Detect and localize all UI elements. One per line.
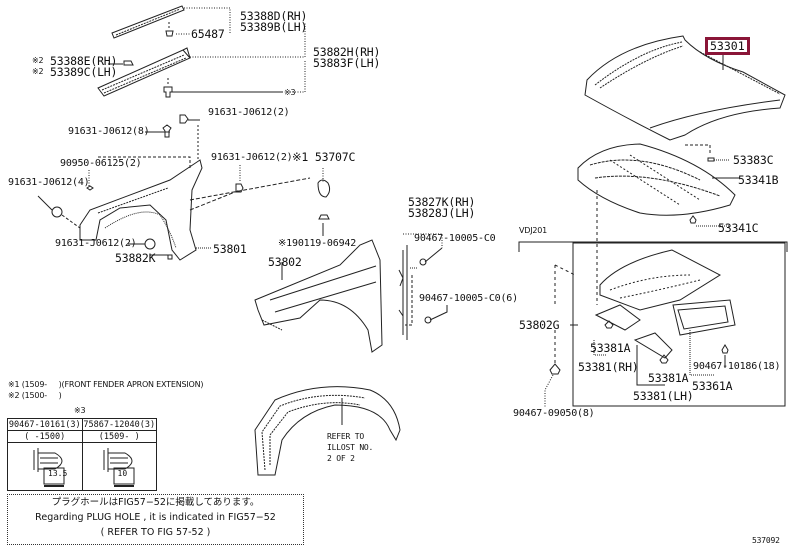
part-label-53802[interactable]: 53802	[268, 255, 302, 269]
fender-rh	[37, 114, 311, 261]
part-label-65487[interactable]: 65487	[191, 27, 225, 41]
moulding-strip	[111, 5, 231, 39]
part-label-90467-10186[interactable]: 90467-10186(18)	[693, 361, 781, 372]
plug-hole-note-ref[interactable]: ( REFER TO FIG 57-52 )	[100, 527, 211, 538]
part-label-clip-c[interactable]: 90950-06125(2)	[60, 158, 142, 169]
fender-liner-seal	[398, 233, 448, 340]
plug-hole-note-en: Regarding PLUG HOLE , it is indicated in…	[35, 512, 276, 523]
clip-size-1: 13.5	[48, 469, 68, 479]
model-code-label: VDJ201	[519, 226, 548, 235]
footnote-2: ※2 (1500- )	[8, 391, 62, 400]
vdj201-group	[518, 241, 788, 408]
part-label-53381A-b[interactable]: 53381A	[648, 371, 689, 385]
hood-insulator	[577, 143, 740, 305]
part-label-53381A-a[interactable]: 53381A	[590, 341, 631, 355]
clip-table-image-1: 13.5	[7, 442, 83, 491]
plug-hole-note-jp: プラグホールはFIG57−52に掲載してあります。	[51, 497, 260, 508]
fender-liner	[254, 386, 401, 476]
part-label-screw-a[interactable]: 90467-10005-C0	[414, 233, 496, 244]
clip-table-range-2: (1509- )	[81, 430, 157, 444]
note-mark-3: ※3	[284, 88, 296, 97]
footnote-1: ※1 (1509- )(FRONT FENDER APRON EXTENSION…	[8, 380, 204, 389]
part-label-53341C[interactable]: 53341C	[718, 221, 759, 235]
part-label-53383C[interactable]: 53383C	[733, 153, 774, 167]
clip-size-2: 10	[117, 469, 128, 479]
liner-ref-line2: ILLOST NO.	[327, 443, 374, 452]
part-label-clip-a[interactable]: 91631-J0612(2)	[208, 107, 290, 118]
part-label-53828J[interactable]: 53828J(LH)	[408, 206, 476, 220]
clip-table-image-2: 10	[81, 442, 157, 491]
part-label-clip-d[interactable]: 91631-J0612(4)	[8, 177, 90, 188]
part-label-53381LH[interactable]: 53381(LH)	[633, 389, 694, 403]
part-label-53341B[interactable]: 53341B	[738, 173, 779, 187]
part-label-clip-b[interactable]: 91631-J0612(8)	[68, 126, 150, 137]
part-label-53882H[interactable]: 53882H(RH)	[313, 45, 381, 59]
seal-strip	[97, 22, 306, 98]
part-label-90467-09050[interactable]: 90467-09050(8)	[513, 408, 595, 419]
part-label-53707C[interactable]: ※1 53707C	[292, 150, 356, 164]
note-mark-2b: ※2	[32, 67, 44, 76]
part-label-53883F[interactable]: 53883F(LH)	[313, 56, 381, 70]
part-label-53827K[interactable]: 53827K(RH)	[408, 195, 476, 209]
part-label-53388E[interactable]: 53388E(RH)	[50, 54, 118, 68]
liner-ref-line3: 2 OF 2	[327, 454, 355, 463]
hood	[584, 35, 786, 141]
part-label-clip-e[interactable]: 91631-J0612(2)	[211, 152, 293, 163]
clip-table-header-1[interactable]: 90467-10161(3)	[7, 417, 83, 432]
plug-hole-note: プラグホールはFIG57−52に掲載してあります。 Regarding PLUG…	[7, 494, 304, 545]
part-label-53388D[interactable]: 53388D(RH)	[240, 9, 308, 23]
note-mark-2a: ※2	[32, 56, 44, 65]
part-label-screw-b[interactable]: 90467-10005-C0(6)	[419, 293, 518, 304]
footnote-3-mark: ※3	[74, 406, 86, 415]
part-label-90119[interactable]: ※190119-06942	[278, 238, 357, 249]
apron-extension	[317, 168, 331, 236]
part-label-53389C[interactable]: 53389C(LH)	[50, 65, 118, 79]
clip-table: 90467-10161(3) 75867-12040(3) ( -1500) (…	[7, 417, 157, 491]
part-label-53301-highlighted[interactable]: 53301	[705, 37, 750, 55]
part-label-53882K[interactable]: 53882K	[115, 251, 156, 265]
part-label-53381RH[interactable]: 53381(RH)	[578, 360, 639, 374]
part-label-53801[interactable]: 53801	[213, 242, 247, 256]
part-label-53802G[interactable]: 53802G	[519, 318, 560, 332]
liner-ref-line1: REFER TO	[327, 432, 364, 441]
part-label-53389B[interactable]: 53389B(LH)	[240, 20, 308, 34]
figure-code: 537092	[752, 536, 780, 545]
clip-table-range-1: ( -1500)	[7, 430, 83, 444]
fender-lh	[254, 239, 383, 353]
part-label-53361A[interactable]: 53361A	[692, 379, 733, 393]
part-label-clip-f[interactable]: 91631-J0612(2)	[55, 238, 137, 249]
clip-table-header-2[interactable]: 75867-12040(3)	[81, 417, 157, 432]
